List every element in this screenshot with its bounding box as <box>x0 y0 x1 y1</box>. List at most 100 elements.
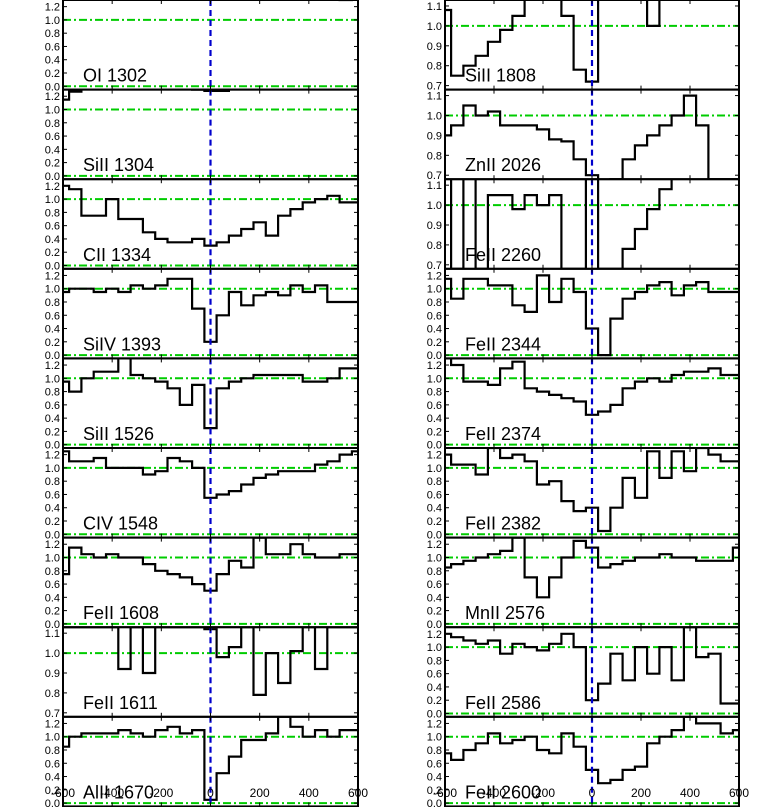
y-tick-label: 0.7 <box>427 260 442 272</box>
spectrum-step-line <box>63 184 358 247</box>
y-tick-label: 0.8 <box>45 118 60 130</box>
y-tick-label: 0.9 <box>427 41 442 53</box>
y-tick-label: 0.2 <box>45 68 60 80</box>
spectrum-step-line <box>63 358 358 430</box>
y-tick-label: 0.4 <box>427 503 442 515</box>
x-tick-label: 200 <box>631 786 651 800</box>
y-tick-label: 0.2 <box>427 516 442 528</box>
spectrum-step-line <box>445 358 739 416</box>
y-tick-label: 0.6 <box>45 489 60 501</box>
transition-label: FeII 2374 <box>465 424 541 444</box>
y-tick-label: 0.8 <box>427 150 442 162</box>
transition-label: SiII 1808 <box>465 66 536 86</box>
transition-label: FeII 2344 <box>465 334 541 354</box>
transition-label: FeII 2600 <box>465 782 541 802</box>
panels-layer: 0.00.20.40.60.81.01.2OI 13020.00.20.40.6… <box>45 0 740 807</box>
y-tick-label: 0.6 <box>45 758 60 770</box>
y-tick-label: 0.0 <box>45 81 60 93</box>
transition-label: MnII 2576 <box>465 603 545 623</box>
y-tick-label: 1.1 <box>45 628 60 640</box>
y-tick-label: 1.1 <box>427 180 442 192</box>
y-tick-label: 1.2 <box>45 91 60 103</box>
y-tick-label: 1.0 <box>45 284 60 296</box>
x-tick-label: 0 <box>589 786 596 800</box>
x-tick-label: -600 <box>51 786 75 800</box>
y-tick-label: 1.0 <box>427 553 442 565</box>
y-tick-label: 0.6 <box>427 758 442 770</box>
y-tick-label: 1.2 <box>427 629 442 641</box>
y-tick-label: 0.2 <box>45 785 60 797</box>
spectrum-step-line <box>445 274 739 357</box>
y-tick-label: 0.0 <box>427 529 442 541</box>
y-tick-label: 0.0 <box>427 798 442 807</box>
spectrum-step-line <box>445 0 739 83</box>
y-tick-label: 0.0 <box>427 440 442 452</box>
y-tick-label: 0.6 <box>427 669 442 681</box>
y-tick-label: 1.0 <box>427 110 442 122</box>
transition-label: FeII 1608 <box>83 603 159 623</box>
y-tick-label: 1.2 <box>45 181 60 193</box>
transition-label: SiIV 1393 <box>83 334 161 354</box>
y-tick-label: 0.7 <box>427 170 442 182</box>
y-tick-label: 1.1 <box>427 1 442 13</box>
transition-label: CIV 1548 <box>83 514 158 534</box>
y-tick-label: 1.2 <box>427 539 442 551</box>
spectrum-step-line <box>63 627 358 696</box>
y-tick-label: 0.0 <box>45 619 60 631</box>
y-tick-label: 0.6 <box>427 489 442 501</box>
y-tick-label: 0.7 <box>45 708 60 720</box>
y-tick-label: 0.8 <box>45 688 60 700</box>
transition-label: FeII 2382 <box>465 514 541 534</box>
y-tick-label: 0.4 <box>45 413 60 425</box>
y-tick-label: 0.6 <box>45 41 60 53</box>
y-tick-label: 0.2 <box>45 606 60 618</box>
y-tick-label: 0.9 <box>45 668 60 680</box>
y-tick-label: 1.0 <box>45 463 60 475</box>
y-tick-label: 0.8 <box>45 566 60 578</box>
y-tick-label: 0.4 <box>45 324 60 336</box>
y-tick-label: 1.2 <box>427 270 442 282</box>
y-tick-label: 0.0 <box>45 260 60 272</box>
panel-plot-area <box>445 179 739 269</box>
transition-label: OI 1302 <box>83 66 147 86</box>
transition-label: ZnII 2026 <box>465 155 541 175</box>
y-tick-label: 0.2 <box>45 516 60 528</box>
y-tick-label: 1.2 <box>427 450 442 462</box>
y-tick-label: 1.2 <box>45 270 60 282</box>
y-tick-label: 0.4 <box>45 592 60 604</box>
y-tick-label: 0.8 <box>427 387 442 399</box>
panel-plot-area <box>445 0 739 90</box>
y-tick-label: 1.0 <box>427 21 442 33</box>
y-tick-label: 0.6 <box>45 310 60 322</box>
y-tick-label: 0.4 <box>427 324 442 336</box>
y-tick-label: 0.4 <box>45 144 60 156</box>
x-tick-label: 200 <box>250 786 270 800</box>
y-tick-label: 0.4 <box>427 682 442 694</box>
y-tick-label: 0.0 <box>427 619 442 631</box>
y-tick-label: 0.8 <box>45 297 60 309</box>
y-tick-label: 1.2 <box>45 360 60 372</box>
y-tick-label: 0.8 <box>45 476 60 488</box>
x-tick-label: -400 <box>100 786 124 800</box>
y-tick-label: 0.2 <box>427 695 442 707</box>
y-tick-label: 0.4 <box>45 772 60 784</box>
y-tick-label: 1.0 <box>45 194 60 206</box>
y-tick-label: 0.6 <box>45 131 60 143</box>
y-tick-label: 1.0 <box>45 732 60 744</box>
transition-label: SiII 1304 <box>83 155 154 175</box>
y-tick-label: 0.8 <box>427 566 442 578</box>
y-tick-label: 0.8 <box>427 61 442 73</box>
